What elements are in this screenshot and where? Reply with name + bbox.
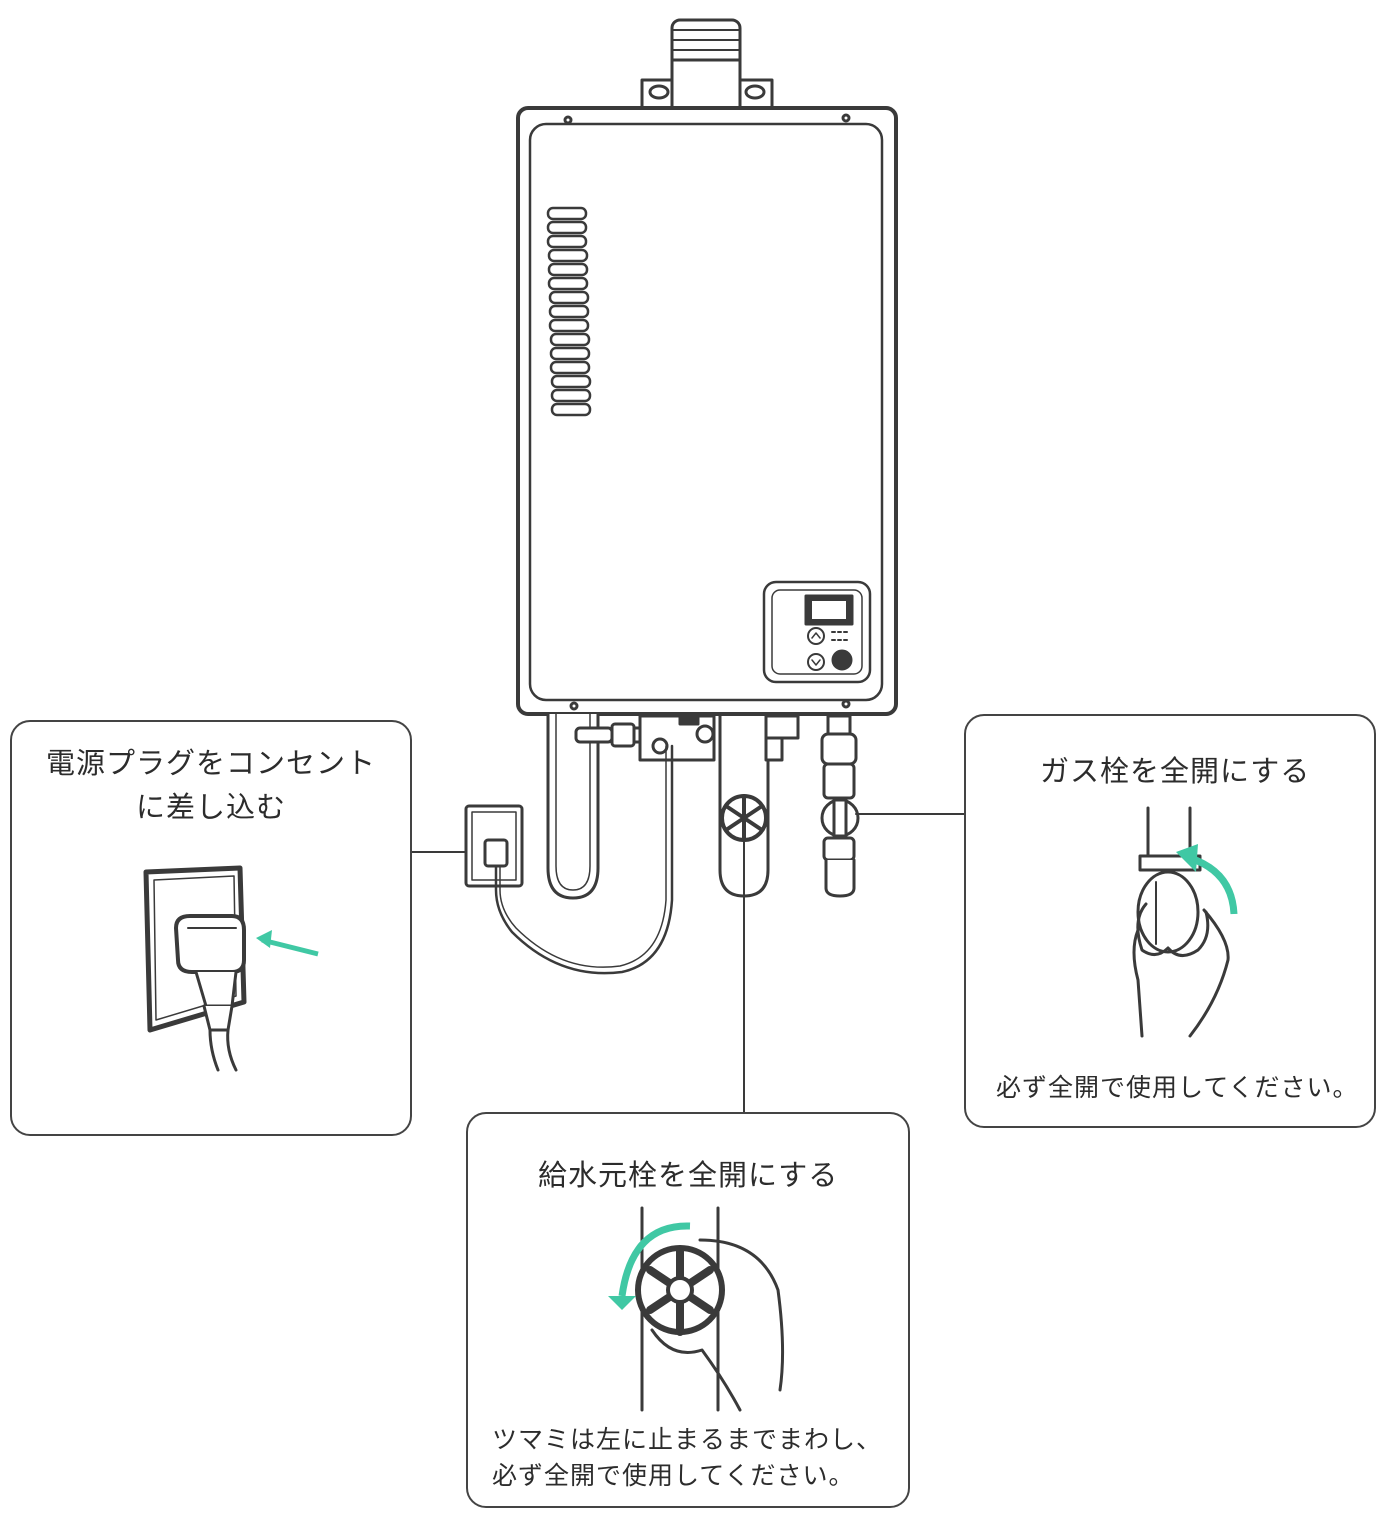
plug-icon <box>143 865 247 1072</box>
rotate-arrow-icon <box>1188 854 1238 915</box>
panel-water-note-line2: 必ず全開で使用してください。 <box>492 1461 855 1490</box>
rotate-arrow-icon <box>618 1222 691 1297</box>
panel-water-note-line1: ツマミは左に止まるまでまわし、 <box>492 1425 883 1454</box>
inlet-fittings-icon <box>574 712 716 762</box>
panel-power-title-line1: 電源プラグをコンセント <box>46 746 377 780</box>
gas-valve-icon <box>820 714 860 898</box>
water-heater-icon <box>516 106 898 716</box>
control-panel-icon <box>762 580 872 684</box>
panel-water-valve: 給水元栓を全開にする ツマミは左に止まるまでまわし、 必ず全開で使用してください… <box>466 1112 910 1508</box>
panel-gas-title: ガス栓を全開にする <box>1040 754 1311 788</box>
panel-power-title-line2: に差し込む <box>136 790 287 824</box>
panel-water-title: 給水元栓を全開にする <box>538 1158 839 1192</box>
hand-icon <box>1132 806 1230 1038</box>
water-valve-icon <box>720 794 768 842</box>
insert-arrow-icon <box>261 937 319 957</box>
outlet-icon <box>464 804 524 888</box>
panel-gas-note: 必ず全開で使用してください。 <box>996 1073 1359 1102</box>
panel-power-plug: 電源プラグをコンセント に差し込む <box>10 720 412 1136</box>
panel-gas-valve: ガス栓を全開にする 必ず全開で使用してください。 <box>964 714 1376 1128</box>
exhaust-flue-icon <box>640 18 774 112</box>
hand-icon <box>635 1206 785 1412</box>
